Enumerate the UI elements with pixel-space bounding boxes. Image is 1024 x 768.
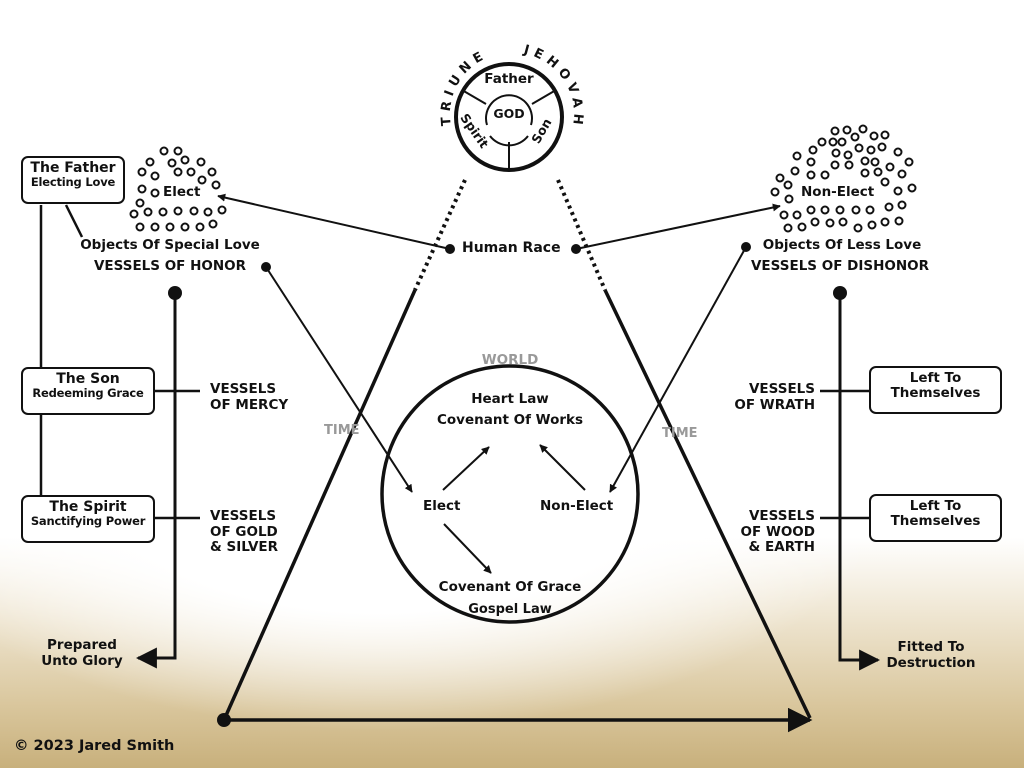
world-elect: Elect xyxy=(423,498,461,514)
vessels-line: OF WOOD xyxy=(740,523,815,540)
fitted-to-destruction: Fitted To Destruction xyxy=(876,639,986,671)
prepared-unto-glory: Prepared Unto Glory xyxy=(30,637,134,669)
time-label-left: TIME xyxy=(324,423,360,438)
spirit-box: The Spirit Sanctifying Power xyxy=(21,495,155,543)
vessels-line: VESSELS xyxy=(210,381,277,397)
godhead-center: GOD xyxy=(493,106,525,121)
spirit-box-subtitle: Sanctifying Power xyxy=(30,514,146,529)
vessels-of-wood-earth: VESSELS OF WOOD & EARTH xyxy=(730,508,815,556)
copyright: © 2023 Jared Smith xyxy=(14,738,175,754)
objects-less-love: Objects Of Less Love xyxy=(762,237,922,253)
end-line: Destruction xyxy=(886,654,976,671)
vessels-line: OF WRATH xyxy=(734,396,815,413)
gospel-law: Gospel Law xyxy=(468,602,552,617)
world-circle xyxy=(380,364,640,624)
father-box: The Father Electing Love xyxy=(21,156,125,204)
time-line-right xyxy=(603,289,812,719)
human-race-label: Human Race xyxy=(462,240,561,256)
vessels-line: & SILVER xyxy=(210,539,279,556)
vessels-line: VESSELS xyxy=(210,508,277,524)
left-to-themselves-box-2: Left To Themselves xyxy=(869,494,1002,542)
vessels-of-honor: VESSELS OF HONOR xyxy=(93,258,247,274)
vessels-line: OF GOLD xyxy=(210,523,278,540)
end-line: Prepared xyxy=(47,637,117,653)
elect-cloud-label: Elect xyxy=(163,184,201,200)
heart-law: Heart Law xyxy=(471,391,549,407)
god-inner-arc xyxy=(485,94,533,126)
covenant-of-grace: Covenant Of Grace xyxy=(438,579,582,595)
father-box-title: The Father xyxy=(30,160,116,176)
dishonor-to-nonelect-arrow xyxy=(609,246,747,493)
father-box-subtitle: Electing Love xyxy=(30,175,116,190)
box-title: Left To xyxy=(909,498,962,514)
vessels-line: OF MERCY xyxy=(210,396,289,413)
vessels-line: & EARTH xyxy=(748,539,815,556)
arrow-to-nonelect xyxy=(575,203,781,250)
arrow-to-elect xyxy=(217,193,451,250)
vessels-line: VESSELS xyxy=(748,508,815,524)
box-title: Left To xyxy=(909,370,962,386)
time-label-right: TIME xyxy=(662,426,698,441)
left-to-themselves-box-1: Left To Themselves xyxy=(869,366,1002,414)
box-subtitle: Themselves xyxy=(890,384,981,401)
nonelect-dots-cloud xyxy=(770,124,917,233)
time-line-left xyxy=(222,289,417,721)
vessels-line: VESSELS xyxy=(748,381,815,397)
world-nonelect: Non-Elect xyxy=(540,498,614,514)
glory-arrow xyxy=(135,293,177,669)
son-box: The Son Redeeming Grace xyxy=(21,367,155,415)
end-line: Fitted To xyxy=(897,639,965,655)
destruction-arrow xyxy=(838,293,881,671)
nonelect-cloud-label: Non-Elect xyxy=(801,184,875,200)
vessels-of-dishonor: VESSELS OF DISHONOR xyxy=(750,258,930,274)
vessels-of-mercy: VESSELS OF MERCY xyxy=(210,381,289,413)
time-dotted-left xyxy=(413,179,467,291)
objects-special-love: Objects Of Special Love xyxy=(80,237,260,253)
son-box-subtitle: Redeeming Grace xyxy=(32,386,144,401)
time-dotted-right xyxy=(556,179,607,291)
spirit-box-title: The Spirit xyxy=(49,499,127,515)
world-label: WORLD xyxy=(481,352,539,368)
vessels-of-gold-silver: VESSELS OF GOLD & SILVER xyxy=(210,508,279,556)
godhead-father: Father xyxy=(484,71,534,87)
box-subtitle: Themselves xyxy=(890,512,981,529)
godhead-emblem: TRIUNE JEHOVAH xyxy=(439,42,580,172)
end-line: Unto Glory xyxy=(41,652,123,669)
covenant-of-works: Covenant Of Works xyxy=(436,412,584,428)
vessels-of-wrath: VESSELS OF WRATH xyxy=(730,381,815,413)
elect-dots-cloud xyxy=(129,146,227,232)
son-box-title: The Son xyxy=(56,371,120,387)
